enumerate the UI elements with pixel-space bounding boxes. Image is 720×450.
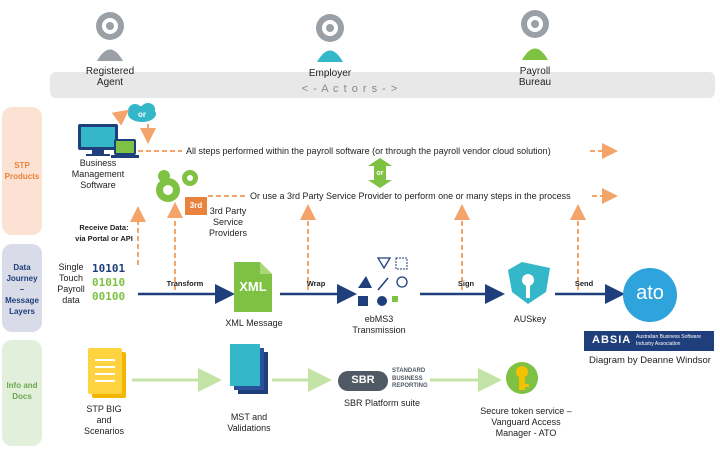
binary-data: 10101 01010 00100	[92, 262, 125, 304]
bms-label: Business Management Software	[71, 158, 125, 190]
actor-employer: Employer	[308, 68, 352, 79]
third-party-label: 3rd Party Service Providers	[208, 206, 247, 238]
actor-icons	[96, 10, 549, 62]
actors-bar	[50, 72, 715, 98]
cloud-or-label: or	[138, 110, 146, 119]
gears-icon	[156, 170, 198, 202]
auskey-label: AUSkey	[513, 314, 547, 324]
diagram-credit: Diagram by Deanne Windsor	[589, 355, 711, 366]
xml-message-label: XML Message	[225, 318, 283, 328]
key-icon	[506, 362, 538, 394]
stp-big-document-icon	[88, 348, 126, 398]
info-docs-label: Info and Docs	[6, 381, 38, 401]
stp-products-label: STP Products	[4, 161, 40, 181]
absia-logo-text: ABSIA	[592, 334, 632, 346]
ato-logo-text: ato	[636, 282, 664, 304]
receive-data-label: Receive Data: via Portal or API	[75, 223, 133, 243]
binary-line-3: 00100	[92, 290, 126, 303]
or-toggle-arrow-icon	[368, 158, 392, 188]
stp-big-label: STP BIG and Scenarios	[83, 404, 125, 436]
actor-registered-agent: Registered Agent	[85, 66, 135, 88]
binary-line-2: 01010	[92, 276, 126, 289]
ebms3-transmission-icon	[358, 257, 408, 306]
payroll-data-label: Single Touch Payroll data	[57, 262, 85, 305]
sbr-label: SBR Platform suite	[343, 398, 421, 408]
computer-icon	[78, 124, 139, 158]
data-journey-label: Data Journey – Message Layers	[5, 263, 39, 316]
stp-products-band	[2, 107, 42, 235]
or-arrow-label: or	[376, 170, 384, 177]
absia-logo-subtext: Australian Business Software Industry As…	[636, 334, 702, 347]
info-docs-band	[2, 340, 42, 446]
xml-icon-text: XML	[239, 279, 267, 294]
ato-logo	[623, 268, 677, 322]
actor-payroll-bureau: Payroll Bureau	[518, 66, 552, 88]
third-party-sentence: Or use a 3rd Party Service Provider to p…	[250, 191, 571, 201]
xml-document-icon	[234, 262, 272, 312]
sign-label: Sign	[457, 279, 475, 288]
all-steps-text: All steps performed within the payroll s…	[186, 146, 551, 156]
data-journey-band	[2, 244, 42, 332]
binary-line-1: 10101	[92, 262, 126, 275]
registered-agent-icon	[96, 12, 124, 61]
sbr-logo	[338, 371, 388, 391]
send-label: Send	[574, 279, 594, 288]
cloud-icon	[128, 103, 156, 122]
third-party-badge	[185, 197, 207, 215]
actors-banner: < - A c t o r s - >	[301, 83, 399, 95]
third-party-badge-text: 3rd	[189, 201, 203, 210]
wrap-label: Wrap	[306, 279, 326, 288]
mst-documents-icon	[230, 344, 268, 394]
employer-icon	[316, 14, 344, 62]
sbr-tagline: STANDARD BUSINESS REPORTING	[392, 368, 428, 389]
sbr-logo-text: SBR	[351, 374, 375, 386]
absia-logo	[584, 331, 714, 351]
secure-token-label: Secure token service – Vanguard Access M…	[480, 406, 572, 438]
auskey-icon	[508, 262, 550, 304]
mst-label: MST and Validations	[227, 412, 271, 433]
ebms3-label: ebMS3 Transmission	[352, 314, 406, 335]
payroll-bureau-icon	[521, 10, 549, 60]
transform-label: Transform	[166, 279, 204, 288]
